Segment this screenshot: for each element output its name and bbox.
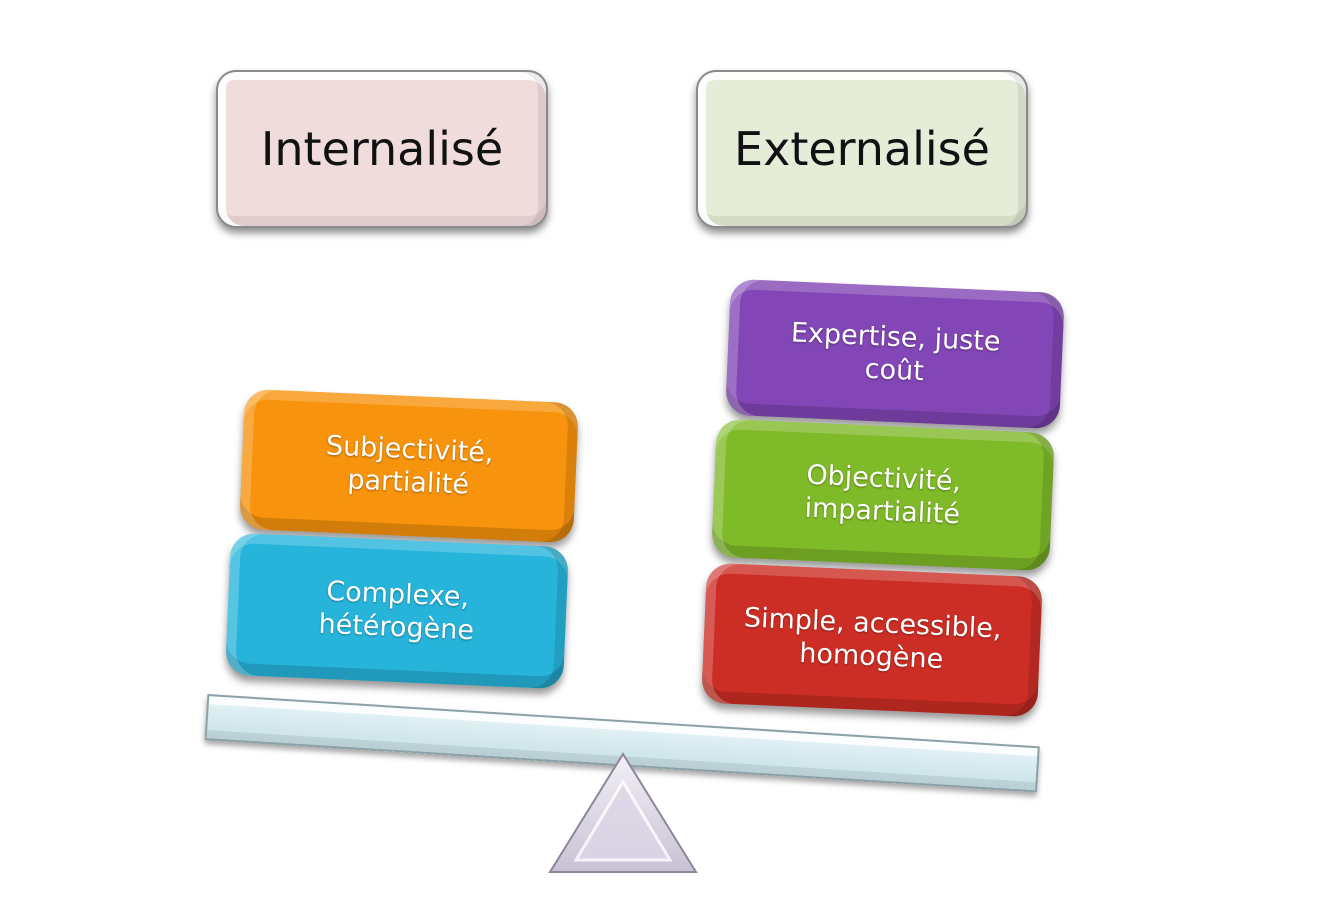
- block-objectivite-line2: impartialité: [803, 492, 961, 531]
- header-externalise: Externalisé: [696, 70, 1028, 228]
- header-internalise-label: Internalisé: [260, 122, 504, 176]
- block-simple: Simple, accessible, homogène: [701, 562, 1043, 718]
- header-internalise: Internalisé: [216, 70, 548, 228]
- block-complexe: Complexe, hétérogène: [225, 532, 569, 690]
- block-subjectivite-line2: partialité: [346, 464, 470, 501]
- block-subjectivite: Subjectivité, partialité: [239, 388, 579, 544]
- block-complexe-line2: hétérogène: [317, 608, 475, 647]
- header-externalise-label: Externalisé: [734, 122, 990, 176]
- block-objectivite: Objectivité, impartialité: [711, 418, 1055, 572]
- block-expertise: Expertise, juste coût: [725, 278, 1065, 430]
- fulcrum-triangle-icon: [548, 752, 698, 873]
